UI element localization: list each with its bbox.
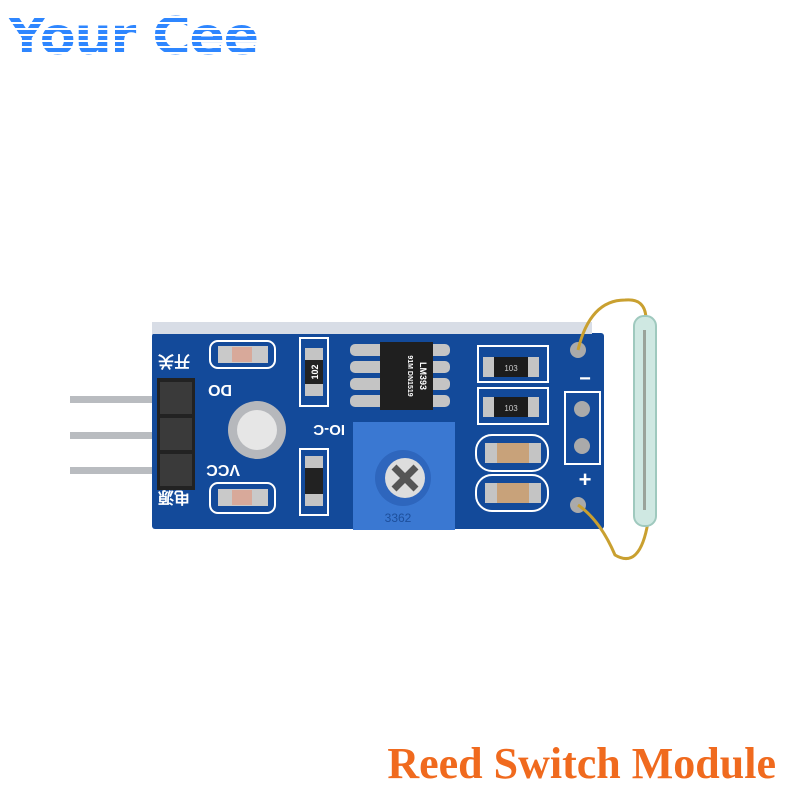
capacitor-2: [475, 474, 549, 512]
svg-text:−: −: [579, 368, 591, 390]
svg-text:IO-C: IO-C: [313, 421, 345, 438]
svg-text:91M DN1519: 91M DN1519: [406, 355, 413, 396]
lm393-chip: LM393 91M DN1519: [350, 342, 450, 410]
brand-logo: Your Cee: [8, 7, 259, 67]
reed-switch: [576, 298, 657, 561]
resistor-102-bottom: [299, 448, 329, 516]
resistor-code: 102: [310, 364, 320, 379]
product-caption: Reed Switch Module: [387, 739, 776, 788]
led-switch: [209, 340, 276, 369]
resistor-103-top: 103: [477, 345, 549, 383]
svg-text:+: +: [579, 467, 592, 492]
svg-text:DO: DO: [208, 381, 232, 398]
potentiometer[interactable]: 3362: [353, 422, 455, 530]
pot-code: 3362: [385, 511, 412, 525]
resistor-103-mid: 103: [477, 387, 549, 425]
silkscreen-labels: 开关 DO VCC 电源 IO-C: [158, 352, 345, 507]
capacitor-1: [475, 434, 549, 472]
svg-text:VCC: VCC: [206, 461, 240, 478]
svg-text:电源: 电源: [158, 488, 190, 507]
resistor-102-top: [299, 337, 329, 407]
header-pins: [70, 396, 170, 474]
svg-text:开关: 开关: [158, 352, 190, 371]
svg-text:103: 103: [504, 364, 518, 373]
svg-text:103: 103: [504, 404, 518, 413]
svg-text:LM393: LM393: [418, 362, 428, 390]
led-power: [209, 482, 276, 514]
